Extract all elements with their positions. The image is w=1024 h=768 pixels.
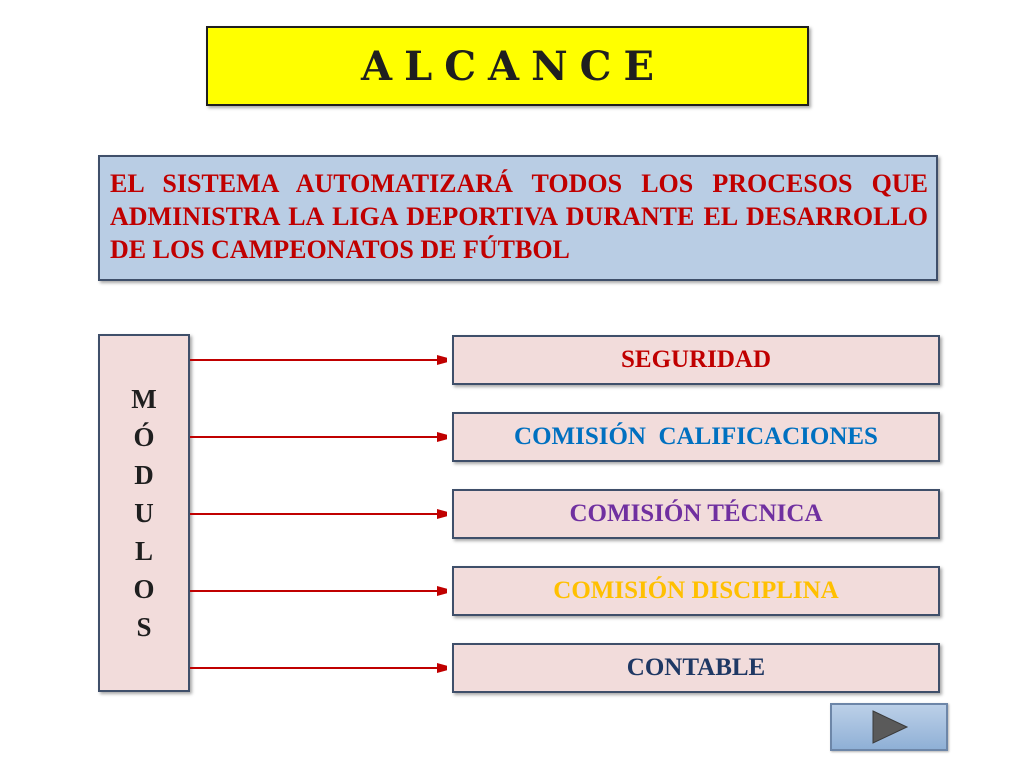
modules-letter: S	[136, 612, 152, 642]
module-contable: CONTABLE	[452, 643, 940, 693]
description-box: EL SISTEMA AUTOMATIZARÁ TODOS LOS PROCES…	[98, 155, 938, 281]
description-text: EL SISTEMA AUTOMATIZARÁ TODOS LOS PROCES…	[110, 169, 928, 264]
modules-letter: O	[133, 574, 155, 604]
module-comision-calificaciones: COMISIÓN CALIFICACIONES	[452, 412, 940, 462]
module-comision-disciplina: COMISIÓN DISCIPLINA	[452, 566, 940, 616]
module-label: CONTABLE	[626, 654, 766, 681]
module-label: SEGURIDAD	[620, 346, 772, 373]
modules-letter: Ó	[133, 422, 155, 452]
page-title: ALCANCE	[361, 42, 666, 90]
next-slide-button[interactable]	[830, 703, 948, 751]
modules-letter: U	[134, 498, 154, 528]
module-seguridad: SEGURIDAD	[452, 335, 940, 385]
module-comision-tecnica: COMISIÓN TÉCNICA	[452, 489, 940, 539]
module-label: COMISIÓN CALIFICACIONES	[514, 423, 878, 450]
play-arrow-icon	[872, 710, 909, 744]
modules-box: M Ó D U L O S	[98, 334, 190, 692]
module-label: COMISIÓN DISCIPLINA	[553, 577, 839, 604]
modules-letter: M	[131, 384, 157, 414]
modules-letter: D	[134, 460, 154, 490]
module-label: COMISIÓN TÉCNICA	[569, 500, 823, 527]
modules-letter: L	[134, 536, 153, 566]
title-box: ALCANCE	[206, 26, 809, 106]
